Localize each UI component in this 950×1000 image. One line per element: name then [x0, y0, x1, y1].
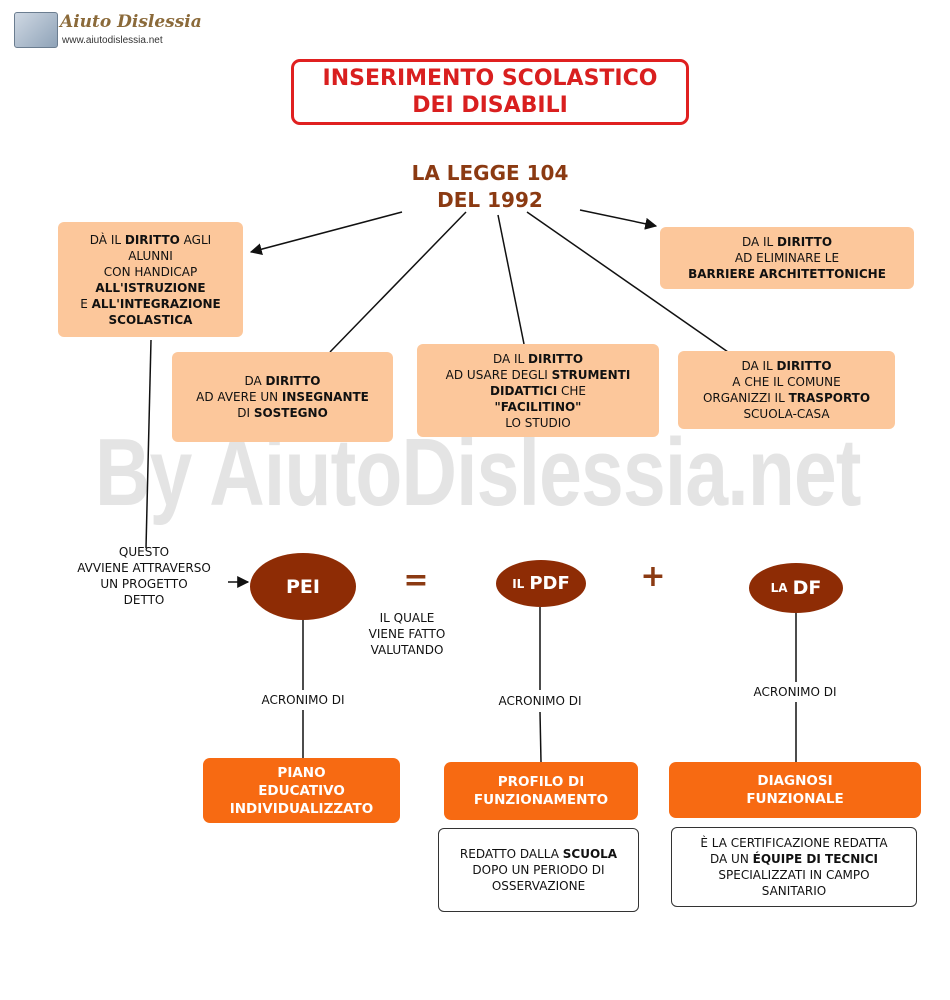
right-trasporto-box: DA IL DIRITTO A CHE IL COMUNE ORGANIZZI … — [678, 351, 895, 429]
line-istruzione-down — [145, 339, 152, 549]
right-strumenti-box: DA IL DIRITTO AD USARE DEGLI STRUMENTI D… — [417, 344, 659, 437]
line-to-sostegno — [329, 211, 467, 353]
arrow-to-barriere — [579, 209, 658, 230]
keyword-equipe: ÉQUIPE DI TECNICI — [752, 852, 878, 866]
law-line-1: LA LEGGE 104 — [411, 161, 569, 185]
pei-ellipse: PEI — [250, 553, 356, 620]
df-acronym-label: ACRONIMO DI — [753, 685, 837, 699]
pdf-note-box: REDATTO DALLA SCUOLA DOPO UN PERIODO DI … — [438, 828, 639, 912]
keyword-sostegno: SOSTEGNO — [253, 406, 328, 420]
book-icon — [14, 12, 58, 48]
right-barriere-box: DA IL DIRITTO AD ELIMINARE LE BARRIERE A… — [660, 227, 914, 289]
title-line-1: INSERIMENTO SCOLASTICO — [322, 66, 658, 91]
pei-full-box: PIANO EDUCATIVO INDIVIDUALIZZATO — [203, 758, 400, 823]
line-to-strumenti — [497, 214, 525, 345]
plus-sign: + — [640, 559, 666, 594]
keyword-diritto: DIRITTO — [124, 232, 180, 247]
line-to-trasporto — [526, 211, 729, 353]
line-pdf-full — [539, 711, 542, 763]
keyword-diritto: DIRITTO — [777, 235, 833, 249]
keyword-insegnante: INSEGNANTE — [281, 390, 369, 404]
keyword-facilitino: "FACILITINO" — [494, 399, 582, 414]
pdf-full-box: PROFILO DI FUNZIONAMENTO — [444, 762, 638, 820]
main-title: INSERIMENTO SCOLASTICO DEI DISABILI — [291, 59, 689, 125]
law-line-2: DEL 1992 — [437, 188, 543, 212]
keyword-diritto: DIRITTO — [776, 359, 832, 373]
keyword-didattici: DIDATTICI — [490, 383, 558, 398]
pei-acronym-label: ACRONIMO DI — [261, 693, 345, 707]
logo-title: Aiuto Dislessia — [60, 12, 202, 32]
right-istruzione-box: DÀ IL DIRITTO AGLI ALUNNI CON HANDICAP A… — [58, 222, 243, 337]
keyword-diritto: DIRITTO — [528, 351, 584, 366]
right-sostegno-box: DA DIRITTO AD AVERE UN INSEGNANTE DI SOS… — [172, 352, 393, 442]
equals-sign: = — [403, 563, 429, 598]
keyword-diritto: DIRITTO — [265, 374, 321, 388]
il-quale-text: IL QUALE VIENE FATTO VALUTANDO — [368, 611, 446, 657]
keyword-istruzione: ALL'ISTRUZIONE — [95, 280, 206, 295]
df-full-box: DIAGNOSI FUNZIONALE — [669, 762, 921, 818]
keyword-integrazione: ALL'INTEGRAZIONE — [91, 296, 221, 311]
df-note-box: È LA CERTIFICAZIONE REDATTA DA UN ÉQUIPE… — [671, 827, 917, 907]
law-label: LA LEGGE 104 DEL 1992 — [380, 160, 600, 214]
questo-avviene-text: QUESTO AVVIENE ATTRAVERSO UN PROGETTO DE… — [77, 545, 211, 607]
arrow-to-istruzione — [249, 211, 403, 256]
keyword-barriere: BARRIERE ARCHITETTONICHE — [688, 267, 886, 281]
keyword-scuola: SCUOLA — [562, 847, 618, 861]
site-logo: Aiuto Dislessia www.aiutodislessia.net — [14, 10, 202, 50]
title-line-2: DEI DISABILI — [412, 93, 568, 118]
keyword-trasporto: TRASPORTO — [788, 391, 871, 405]
logo-url: www.aiutodislessia.net — [62, 35, 163, 46]
keyword-strumenti: STRUMENTI — [551, 367, 631, 382]
pdf-acronym-label: ACRONIMO DI — [498, 694, 582, 708]
